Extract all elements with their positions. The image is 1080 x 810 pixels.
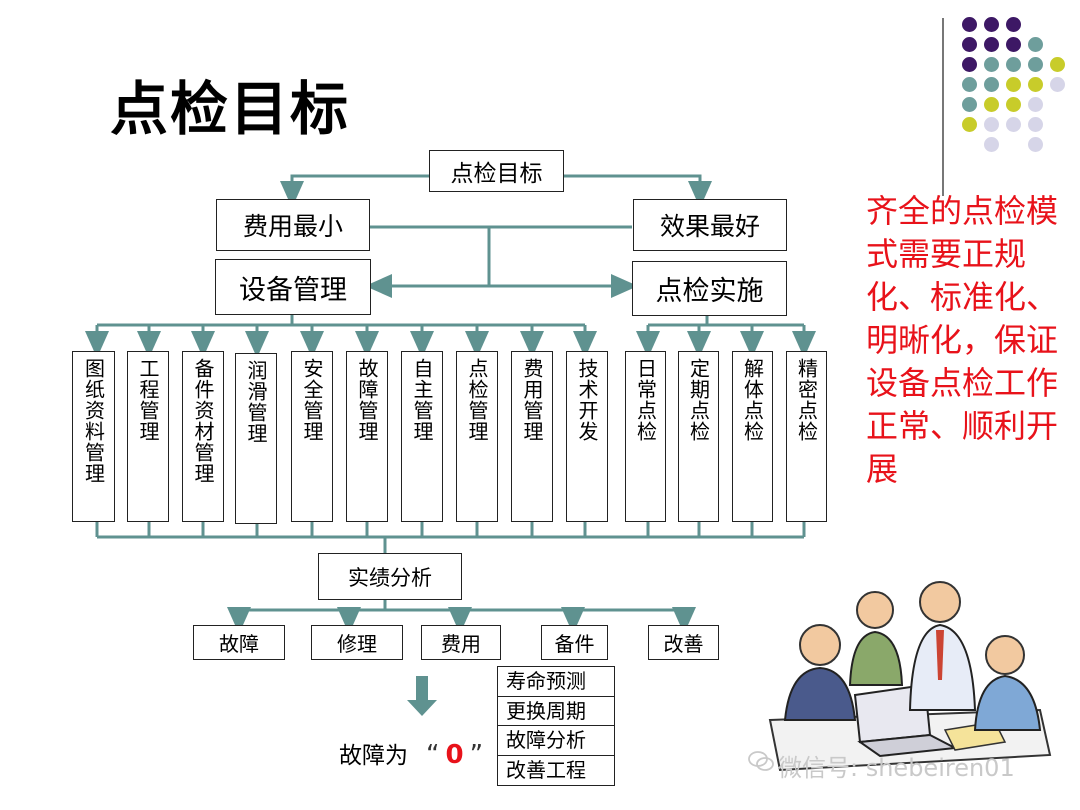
mgmt-item: 点检管理 (456, 351, 498, 522)
sub-list-item: 更换周期 (498, 697, 614, 726)
decorative-dot (984, 117, 999, 132)
mgmt-item: 图纸资料管理 (72, 351, 115, 522)
mgmt-item: 备件资材管理 (182, 351, 224, 522)
mgmt-item: 工程管理 (127, 351, 169, 522)
decorative-dot (1006, 37, 1021, 52)
decorative-dot (962, 17, 977, 32)
node-inspection-implementation: 点检实施 (632, 261, 787, 316)
decorative-dot (962, 37, 977, 52)
mgmt-item: 技术开发 (566, 351, 608, 522)
decorative-dot (1028, 77, 1043, 92)
mgmt-item: 安全管理 (291, 351, 333, 522)
node-equipment-management: 设备管理 (215, 259, 371, 315)
decorative-dot (984, 17, 999, 32)
decorative-dot (1028, 37, 1043, 52)
decorative-dot (984, 37, 999, 52)
decorative-dot (1006, 17, 1021, 32)
root-node: 点检目标 (429, 150, 564, 192)
sub-list-item: 改善工程 (506, 757, 586, 782)
decorative-dot (1050, 77, 1065, 92)
decorative-dot (962, 117, 977, 132)
result-zero: 0 (445, 740, 464, 770)
mgmt-item: 自主管理 (401, 351, 443, 522)
goal-node-cost: 费用最小 (216, 199, 370, 251)
outcome-item: 故障 (193, 625, 285, 660)
decorative-dot (1006, 57, 1021, 72)
decorative-dot (962, 77, 977, 92)
outcome-item: 费用 (421, 625, 501, 660)
watermark-text: 微信号: shebeiren01 (778, 754, 1015, 782)
result-prefix: 故障为 (339, 743, 408, 769)
decorative-dot (1028, 57, 1043, 72)
decorative-dot (1028, 117, 1043, 132)
note-text: 齐全的点检模式需要正规化、标准化、明晰化，保证设备点检工作正常、顺利开展 (866, 192, 1059, 488)
outcome-item: 备件 (541, 625, 608, 660)
decorative-dot (984, 97, 999, 112)
outcome-item: 修理 (311, 625, 403, 660)
inspect-item: 精密点检 (786, 351, 827, 522)
node-performance-analysis: 实绩分析 (318, 553, 462, 600)
decorative-dot (1050, 57, 1065, 72)
decorative-dot (984, 57, 999, 72)
business-meeting-illustration (768, 581, 1052, 772)
outcome-item: 改善 (648, 625, 719, 660)
decorative-dot (962, 97, 977, 112)
decorative-dot (984, 137, 999, 152)
decorative-dot (1006, 77, 1021, 92)
decorative-dot (1006, 97, 1021, 112)
decorative-dot (1006, 117, 1021, 132)
decorative-dot (984, 77, 999, 92)
result-close-quote: ” (469, 740, 484, 770)
decorative-divider (942, 18, 944, 196)
wechat-icon (748, 750, 774, 772)
page-title: 点检目标 (110, 75, 351, 143)
decorative-dot (962, 57, 977, 72)
mgmt-item: 润滑管理 (235, 353, 277, 524)
sub-list-table: 寿命预测 更换周期 故障分析 改善工程 (497, 666, 615, 786)
sub-list-item: 故障分析 (498, 726, 614, 756)
result-text: 故障为 “0” (339, 736, 483, 770)
decorative-dot (1028, 97, 1043, 112)
inspect-item: 解体点检 (732, 351, 773, 522)
sub-list-item: 寿命预测 (498, 667, 614, 697)
mgmt-item: 费用管理 (511, 351, 553, 522)
decorative-dot (1028, 137, 1043, 152)
inspect-item: 日常点检 (625, 351, 666, 522)
goal-node-effect: 效果最好 (633, 199, 787, 251)
inspect-item: 定期点检 (678, 351, 719, 522)
mgmt-item: 故障管理 (346, 351, 388, 522)
result-open-quote: “ (426, 740, 440, 770)
